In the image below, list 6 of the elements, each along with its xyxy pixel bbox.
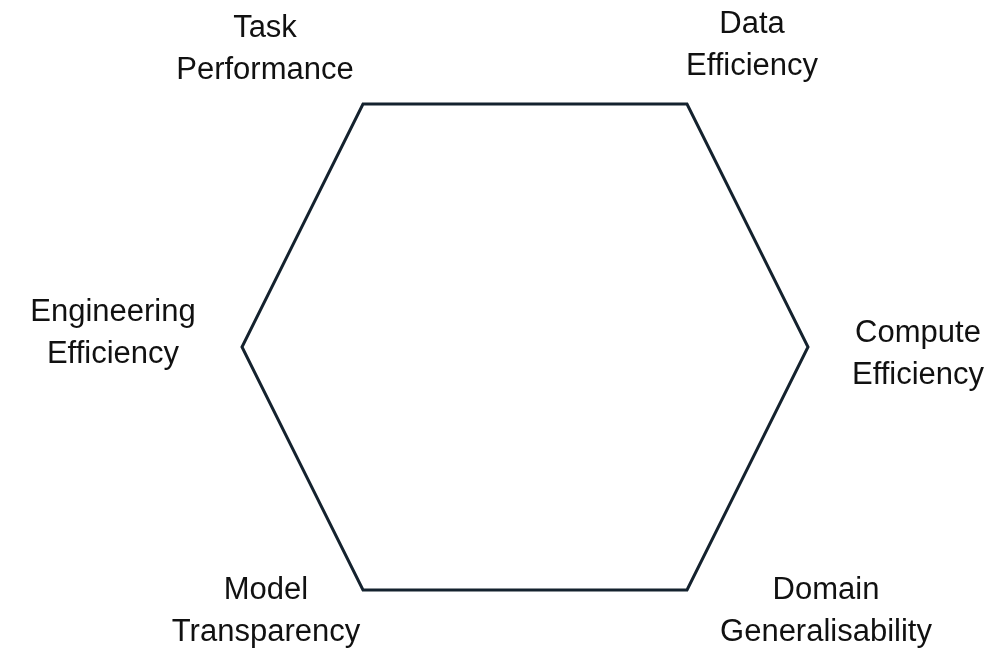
vertex-label: Model Transparency <box>171 570 361 650</box>
vertex-label: Task Performance <box>176 8 354 88</box>
vertex-label: Compute Efficiency <box>851 313 985 393</box>
vertex-label: Engineering Efficiency <box>30 292 196 372</box>
vertex-label: Domain Generalisability <box>720 570 932 650</box>
vertex-label: Data Efficiency <box>685 4 819 84</box>
